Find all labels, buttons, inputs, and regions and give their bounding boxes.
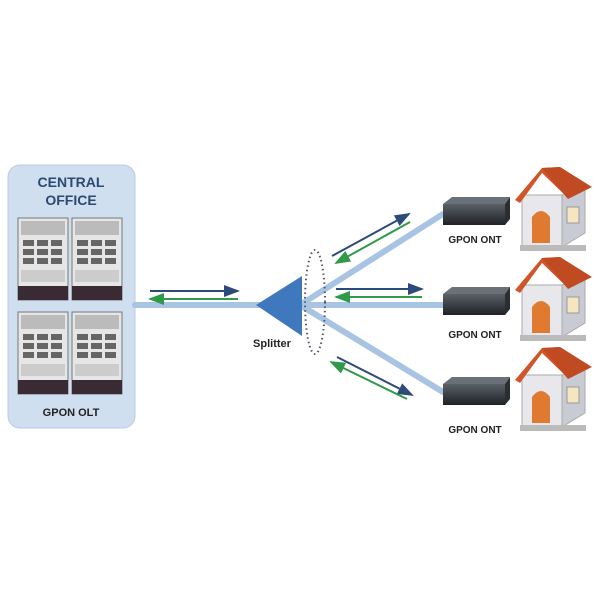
house-icon bbox=[515, 257, 592, 341]
central-office-title-line1: CENTRAL bbox=[38, 174, 105, 190]
central-office-title-line2: OFFICE bbox=[45, 192, 96, 208]
ont-label: GPON ONT bbox=[448, 235, 501, 246]
ont-unit: GPON ONT bbox=[443, 257, 592, 341]
ont-device-icon bbox=[443, 377, 510, 384]
upstream-arrow-icon bbox=[329, 361, 408, 400]
ont-unit: GPON ONT bbox=[443, 167, 592, 251]
ont-device-icon bbox=[443, 197, 510, 204]
downstream-arrow-icon bbox=[331, 213, 411, 257]
ont-label: GPON ONT bbox=[448, 425, 501, 436]
olt-chassis-icon bbox=[17, 217, 69, 301]
signal-arrows bbox=[148, 213, 424, 400]
house-icon bbox=[515, 347, 592, 431]
olt-chassis-icon bbox=[71, 217, 123, 301]
drop-fiber-1 bbox=[297, 211, 446, 308]
split-point-ellipse bbox=[304, 249, 326, 355]
central-office: CENTRAL OFFICE GPON OLT bbox=[7, 164, 136, 429]
house-icon bbox=[515, 167, 592, 251]
ont-unit: GPON ONT bbox=[443, 347, 592, 436]
drop-fiber-3 bbox=[297, 302, 446, 395]
fiber-lines bbox=[132, 211, 446, 395]
splitter-icon bbox=[256, 276, 302, 336]
olt-chassis-icon bbox=[17, 311, 69, 395]
ont-device-icon bbox=[443, 287, 510, 294]
downstream-arrow-icon bbox=[336, 356, 414, 396]
ont-group: GPON ONT GPON ONT GPON ONT bbox=[443, 167, 592, 436]
olt-label: GPON OLT bbox=[43, 407, 100, 419]
splitter-label: Splitter bbox=[253, 338, 292, 350]
olt-chassis-icon bbox=[71, 311, 123, 395]
ont-label: GPON ONT bbox=[448, 330, 501, 341]
upstream-arrow-icon bbox=[334, 221, 411, 264]
olt-rack-icons bbox=[17, 217, 123, 395]
